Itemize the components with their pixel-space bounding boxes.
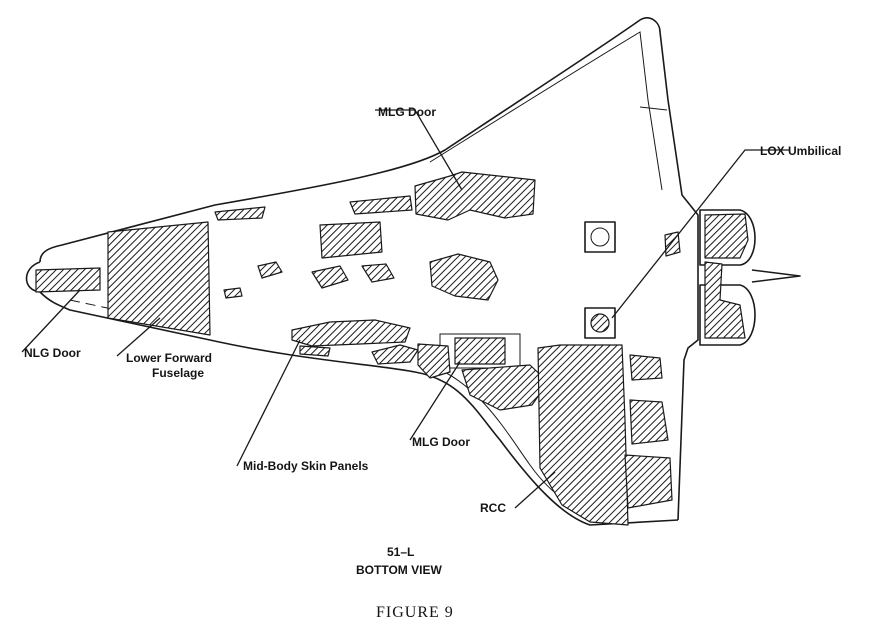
leader-lox-umbilical: [611, 149, 790, 319]
mid-body-skin-panel: [291, 319, 411, 347]
label-mid-body-skin-panels: Mid-Body Skin Panels: [243, 459, 369, 473]
rcc-panel: [537, 344, 629, 526]
aft-body-edge: [677, 204, 699, 521]
body-flap-spike: [751, 269, 801, 283]
upper-wing-inner-edge: [429, 31, 663, 191]
lower-mlg-door-panel: [454, 337, 506, 365]
label-mlg-door-top: MLG Door: [378, 105, 436, 119]
mid-panel-tiny: [223, 287, 243, 299]
lh2-umbilical-door: [584, 221, 616, 253]
elevon-panel-1: [629, 354, 663, 381]
upper-panel-1: [214, 206, 266, 221]
leader-mlg-door-top: [375, 109, 463, 191]
upper-engine-nozzle: [699, 209, 756, 266]
main-engines: [699, 209, 801, 346]
elevon-panel-2: [629, 399, 669, 445]
damage-areas: [35, 171, 681, 526]
label-mlg-door-bottom: MLG Door: [412, 435, 470, 449]
lh2-umbilical-port: [590, 227, 610, 247]
engine-damage-upper: [704, 213, 749, 259]
lox-umbilical-port: [590, 313, 610, 333]
orbiter-outline: [25, 17, 699, 526]
figure-caption: FIGURE 9: [376, 604, 454, 621]
engine-damage-lower: [704, 261, 746, 339]
mid-panel-block: [319, 221, 383, 259]
lox-umbilical-door: [584, 307, 616, 339]
upper-panel-2: [349, 195, 413, 215]
mid-body-strip: [299, 345, 331, 357]
lower-forward-fuselage-panel: [107, 221, 211, 336]
lower-debris-2: [417, 343, 451, 379]
lower-debris-1: [371, 344, 419, 365]
lower-debris-3: [461, 364, 549, 411]
upper-wing-edge: [39, 17, 691, 263]
lower-engine-nozzle: [699, 284, 756, 346]
leader-lower-forward-fuselage: [116, 317, 161, 357]
mid-panel-small-a: [257, 261, 283, 279]
nlg-door-panel: [35, 267, 101, 293]
lower-wing-edge: [39, 291, 679, 526]
elevon-panel-3: [624, 454, 673, 509]
umbilicals: [584, 221, 616, 339]
leader-rcc: [514, 471, 556, 509]
label-lox-umbilical: LOX Umbilical: [760, 144, 841, 158]
leader-mlg-door-bottom: [409, 361, 461, 441]
mid-panel-small-c: [361, 263, 395, 283]
label-rcc: RCC: [480, 501, 506, 515]
leader-nlg-door: [21, 289, 81, 353]
label-lower-forward-fuselage-2: Fuselage: [152, 366, 204, 380]
upper-elevon-line: [639, 106, 668, 111]
leader-mid-body-skin-panels: [236, 339, 301, 467]
leader-lines: [21, 109, 790, 509]
caption-view: BOTTOM VIEW: [356, 563, 442, 577]
upper-mlg-door-panel: [414, 171, 536, 221]
label-lower-forward-fuselage-1: Lower Forward: [126, 351, 212, 365]
label-nlg-door: NLG Door: [24, 346, 81, 360]
aft-body-panel: [664, 231, 681, 257]
caption-mission: 51–L: [387, 545, 414, 559]
mid-panel-large: [429, 253, 499, 301]
mid-panel-small-b: [311, 265, 349, 289]
